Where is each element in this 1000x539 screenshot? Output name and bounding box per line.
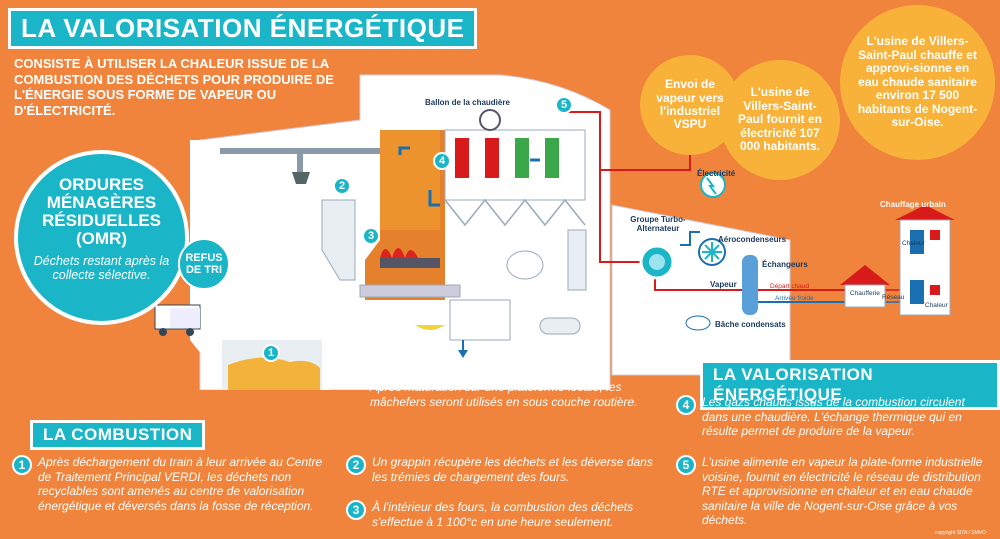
step-text: Un grappin récupère les déchets et les d… — [372, 455, 653, 484]
refus-tri-badge: REFUS DE TRI — [178, 238, 230, 290]
intro-text: CONSISTE À UTILISER LA CHALEUR ISSUE DE … — [14, 56, 334, 118]
diagram-step-4: 4 — [433, 152, 451, 170]
valorisation-step-4: 4 Les gazs chauds issus de la combustion… — [676, 395, 987, 439]
step-number: 3 — [346, 500, 366, 520]
combustion-step-3: 3 À l'intérieur des fours, la combustion… — [346, 500, 662, 529]
vspu-circle: Envoi de vapeur vers l'industriel VSPU — [640, 55, 740, 155]
omr-subtitle: Déchets restant après la collecte sélect… — [33, 254, 170, 282]
step-text: Les gazs chauds issus de la combustion c… — [702, 395, 965, 438]
main-title: LA VALORISATION ÉNERGÉTIQUE — [8, 8, 478, 49]
label-chaufferie: Chaufferie — [850, 290, 880, 297]
step-text: Après déchargement du train à leur arriv… — [38, 455, 323, 513]
label-arrivee-froide: Arrivée froide — [775, 295, 814, 302]
label-echangeurs: Échangeurs — [762, 260, 808, 269]
label-groupe: Groupe Turbo-Alternateur — [630, 215, 686, 233]
diagram-step-5: 5 — [555, 96, 573, 114]
label-reseau: Réseau — [882, 294, 905, 301]
label-chaleur-2: Chaleur — [925, 302, 948, 309]
step-number: 1 — [12, 455, 32, 475]
diagram-step-3: 3 — [362, 227, 380, 245]
diagram-step-1: 1 — [262, 344, 280, 362]
step-number: 5 — [676, 455, 696, 475]
label-electricite: Électricité — [697, 169, 736, 178]
diagram-step-2: 2 — [333, 177, 351, 195]
label-bache: Bâche condensats — [715, 320, 786, 329]
step-number: 4 — [676, 395, 696, 415]
omr-title: ORDURES MÉNAGÈRES RÉSIDUELLES (OMR) — [41, 175, 162, 248]
label-aerocondenseurs: Aérocondenseurs — [718, 235, 787, 244]
step-text: L'usine alimente en vapeur la plate-form… — [702, 455, 983, 527]
label-depart-chaud: Départ chaud — [770, 283, 810, 290]
valorisation-title: LA VALORISATION ÉNERGÉTIQUE — [700, 360, 1000, 410]
plant-diagram — [154, 74, 955, 390]
label-chauffage: Chauffage urbain — [880, 200, 946, 209]
label-vapeur: Vapeur — [710, 280, 737, 289]
combustion-title: LA COMBUSTION — [30, 420, 206, 450]
copyright: copyright SITA / SMVO — [935, 530, 987, 536]
label-ballon: Ballon de la chaudière — [425, 98, 510, 107]
electricity-circle: L'usine de Villers-Saint-Paul fournit en… — [720, 60, 840, 180]
omr-circle: ORDURES MÉNAGÈRES RÉSIDUELLES (OMR) Déch… — [14, 150, 189, 325]
machefers-title: MÂCHEFERS — [362, 360, 464, 377]
label-chaleur-1: Chaleur — [902, 240, 925, 247]
heat-circle: L'usine de Villers-Saint-Paul chauffe et… — [840, 5, 995, 160]
combustion-step-2: 2 Un grappin récupère les déchets et les… — [346, 455, 662, 484]
step-number: 2 — [346, 455, 366, 475]
machefers-text: Après maturation sur une plateforme loca… — [370, 380, 638, 409]
combustion-step-1: 1 Après déchargement du train à leur arr… — [12, 455, 323, 513]
step-text: À l'intérieur des fours, la combustion d… — [372, 500, 634, 529]
valorisation-step-5: 5 L'usine alimente en vapeur la plate-fo… — [676, 455, 987, 528]
